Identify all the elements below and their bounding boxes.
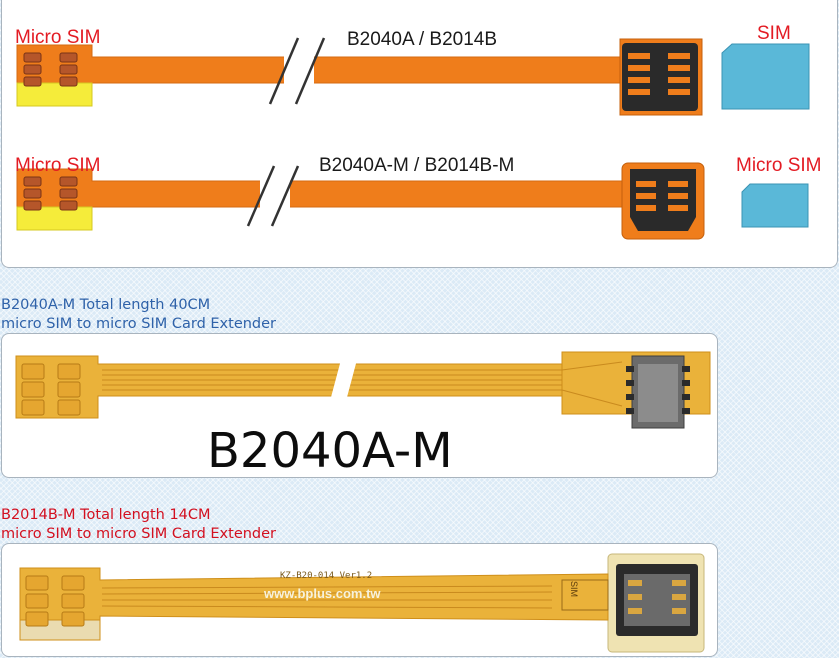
extender-b2040a	[16, 37, 810, 116]
model-big-label: B2040A-M	[207, 423, 453, 479]
product-photo-b2040a-m	[1, 333, 718, 478]
website-print: www.bplus.com.tw	[264, 586, 381, 601]
label-micro-sim-row2: Micro SIM	[15, 155, 101, 176]
extender-b2040a-m	[16, 162, 809, 240]
label-model-row2: B2040A-M / B2014B-M	[319, 155, 515, 176]
caption-line2: micro SIM to micro SIM Card Extender	[1, 316, 277, 332]
diagram-svg	[16, 37, 810, 240]
caption-line2: micro SIM to micro SIM Card Extender	[1, 526, 277, 542]
product-photo-b2014b-m: KZ-B20-014 Ver1.2 www.bplus.com.tw SIM	[1, 543, 718, 657]
diagram-panel: Micro SIM B2040A / B2014B SIM Micro SIM …	[1, 0, 838, 268]
label-model-row1: B2040A / B2014B	[347, 29, 498, 50]
label-micro-sim-right: Micro SIM	[736, 155, 822, 176]
label-sim-right: SIM	[757, 23, 791, 44]
flex-cable-40cm-svg	[15, 351, 711, 429]
caption-line1: B2014B-M Total length 14CM	[1, 507, 211, 523]
caption-line1: B2040A-M Total length 40CM	[1, 297, 211, 313]
board-code: KZ-B20-014 Ver1.2	[280, 571, 373, 581]
label-micro-sim-row1: Micro SIM	[15, 27, 101, 48]
caption-b2040a-m: B2040A-M Total length 40CM micro SIM to …	[1, 296, 276, 334]
caption-b2014b-m: B2014B-M Total length 14CM micro SIM to …	[1, 506, 276, 544]
sim-tab-text: SIM	[569, 580, 580, 598]
flex-cable-14cm-svg	[19, 553, 705, 653]
